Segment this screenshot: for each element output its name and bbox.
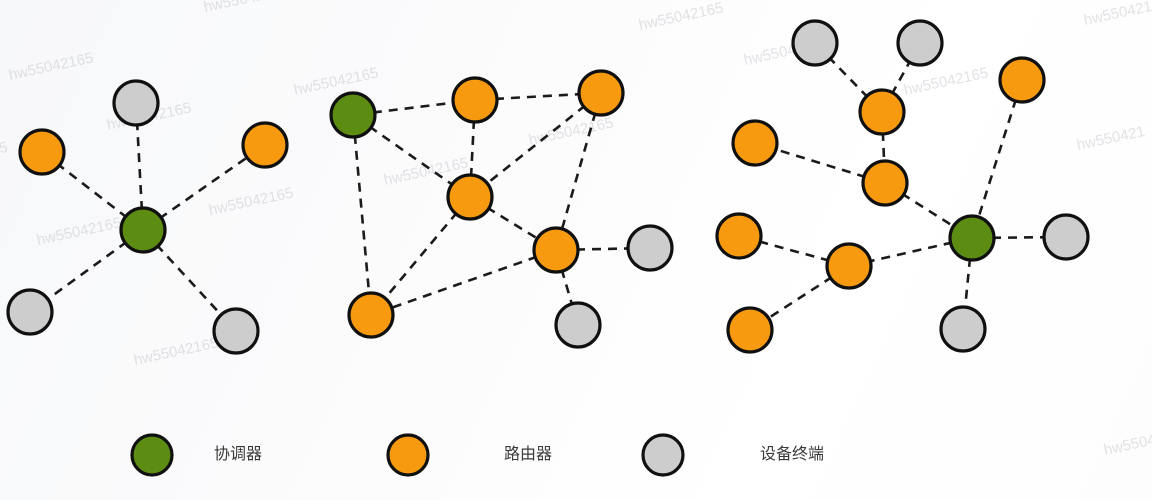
node-router[interactable] [726,306,774,354]
node-router[interactable] [241,121,289,169]
node-router[interactable] [446,173,494,221]
edge-m-r4-m-r5 [389,255,538,310]
edge-c-r1-c-e1 [828,56,869,99]
node-router[interactable] [858,88,906,136]
edge-m-r2-m-r4 [560,111,597,232]
legend-label-coordinator: 协调器 [214,445,262,463]
watermark-label: hw55042165 [527,114,615,148]
watermark-label: hw55042165 [35,214,123,248]
node-router[interactable] [998,56,1046,104]
node-end_device[interactable] [554,301,602,349]
node-router[interactable] [715,212,763,260]
node-end_device[interactable] [791,19,839,67]
node-end_device[interactable] [6,288,54,336]
node-router[interactable] [451,76,499,124]
edge-c-r1-c-r2 [881,131,886,164]
node-router[interactable] [577,69,625,117]
node-coordinator[interactable] [119,206,167,254]
edge-s-coord-s-e1 [135,122,144,211]
mesh-topology-nodes [329,69,674,349]
watermark-label: hw55042165 [637,0,725,34]
legend-layer: 协调器 路由器 设备终端 [130,433,824,477]
watermark-label: 65 [0,139,9,159]
node-router[interactable] [18,128,66,176]
legend-item-end_device: 设备终端 [641,433,824,477]
watermark-label: hw550421 [1075,123,1146,154]
legend-swatch-router [386,433,430,477]
edge-c-r2-c-r4 [773,147,867,179]
edge-m-coord-m-r1 [372,101,456,114]
watermark-label: hw55042165 [202,0,290,16]
node-end_device[interactable] [1042,213,1090,261]
edge-m-coord-m-r3 [368,125,455,187]
watermark-label: hw55042165 [207,184,295,218]
node-router[interactable] [825,242,873,290]
edge-s-coord-s-r1 [57,163,128,219]
edge-c-r6-c-r7 [766,275,833,321]
node-router[interactable] [861,159,909,207]
watermark-label: hw55042165 [292,64,380,98]
node-end_device[interactable] [212,307,260,355]
legend-swatch-coordinator [130,433,174,477]
node-coordinator[interactable] [329,91,377,139]
watermark-label: hw55042165 [7,49,95,83]
node-router[interactable] [347,291,395,339]
legend-item-coordinator: 协调器 [130,433,262,477]
node-router[interactable] [532,226,580,274]
edge-m-r1-m-r2 [494,92,582,101]
cluster-tree-topology-nodes [715,19,1090,354]
legend-swatch-end_device [641,433,685,477]
node-end_device[interactable] [939,305,987,353]
watermark-label: hw5504 [1102,431,1152,459]
edge-c-r1-c-e2 [890,59,912,96]
edge-s-coord-s-e3 [155,243,224,318]
legend-label-end_device: 设备终端 [760,445,824,463]
edge-c-r3-c-coord [976,98,1018,220]
edge-s-coord-s-r2 [158,155,250,220]
cluster-tree-topology-edges [757,56,1047,321]
edge-m-r4-m-e2 [560,268,574,307]
edge-m-r2-m-r3 [484,104,587,186]
edge-s-coord-s-e2 [45,240,128,302]
watermark-label: hw55042165 [902,64,990,98]
node-end_device[interactable] [112,79,160,127]
node-layer [6,19,1090,355]
legend-item-router: 路由器 [386,433,552,477]
edge-m-r4-m-e1 [575,247,631,251]
node-end_device[interactable] [896,19,944,67]
edge-layer [45,56,1047,321]
edge-m-r1-m-r3 [469,119,476,178]
node-coordinator[interactable] [948,214,996,262]
edge-c-coord-c-r6 [868,241,953,263]
star-topology-edges [45,122,250,318]
watermark-label: hw55042165 [132,334,220,368]
node-router[interactable] [731,119,779,167]
edge-c-r6-c-r5 [757,240,831,262]
edge-c-coord-c-e4 [963,257,972,310]
edge-c-coord-c-e3 [991,235,1047,240]
edge-c-r2-c-coord [901,192,956,229]
mesh-topology-edges [353,92,631,310]
star-topology-nodes [6,79,289,355]
edge-m-r3-m-r4 [486,206,540,241]
node-end_device[interactable] [626,224,674,272]
edge-m-coord-m-r5 [353,134,371,296]
legend-label-router: 路由器 [504,445,552,463]
watermark-label: hw550421 [1082,0,1152,29]
edge-m-r3-m-r5 [382,211,459,301]
